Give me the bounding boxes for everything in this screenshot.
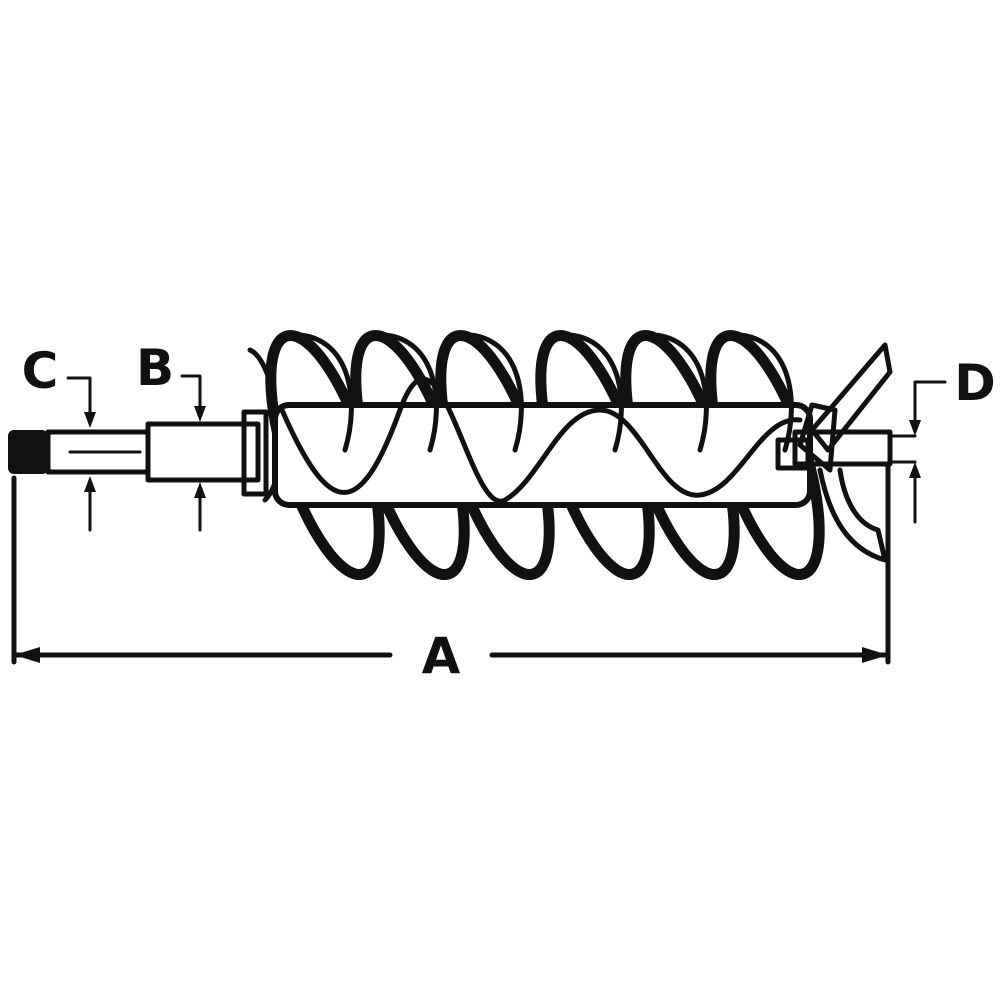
label-c: C (22, 342, 59, 400)
auger-cutter-tip (775, 342, 893, 563)
auger-flighting (247, 329, 825, 581)
dimension-b: B (136, 339, 206, 532)
label-d: D (954, 354, 996, 412)
hex-drive-end (8, 429, 151, 475)
dimension-c: C (22, 342, 96, 532)
dimension-a: A (11, 462, 891, 685)
auger-shaft (145, 409, 269, 497)
dimension-d: D (888, 354, 996, 524)
label-b: B (136, 339, 174, 397)
label-a: A (422, 627, 461, 685)
